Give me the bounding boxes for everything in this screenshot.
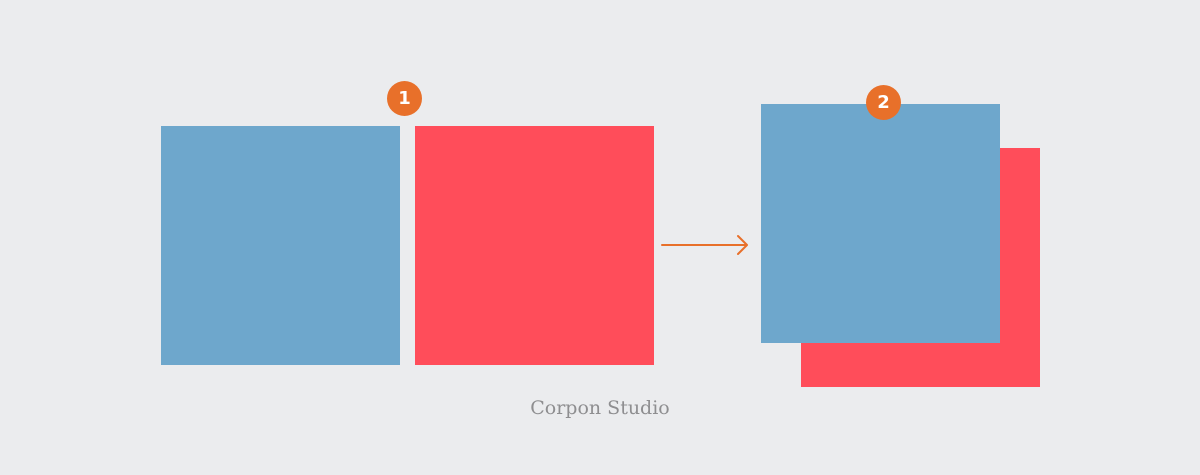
red-square-step-1 xyxy=(415,126,654,365)
arrow-head xyxy=(737,235,748,255)
arrow-right-icon xyxy=(661,235,748,255)
step-1-badge: 1 xyxy=(387,81,422,116)
blue-square-step-2 xyxy=(761,104,1000,343)
step-2-badge: 2 xyxy=(866,85,901,120)
caption: Corpon Studio xyxy=(530,397,670,419)
blue-square-step-1 xyxy=(161,126,400,365)
